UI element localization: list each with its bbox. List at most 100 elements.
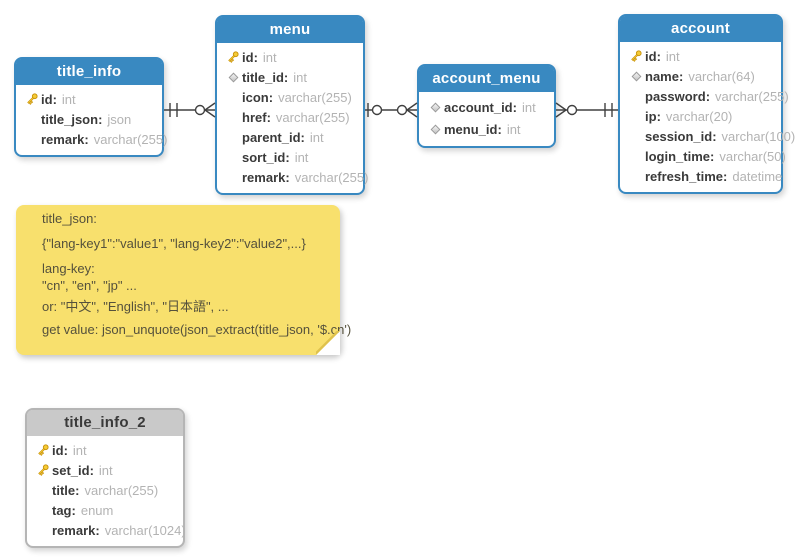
table-row[interactable]: name varchar(64) bbox=[620, 66, 781, 86]
table-row[interactable]: id int bbox=[16, 89, 162, 109]
field-name: refresh_time bbox=[645, 169, 727, 184]
table-row[interactable]: id int bbox=[217, 47, 363, 67]
field-type: int bbox=[506, 121, 521, 137]
field-name: title bbox=[52, 483, 79, 498]
table-row[interactable]: ip varchar(20) bbox=[620, 106, 781, 126]
table-account[interactable]: account id int name varchar(64) password… bbox=[618, 14, 795, 194]
table-title-info-2[interactable]: title_info_2 id int set_id int title var… bbox=[25, 408, 186, 548]
table-row[interactable]: remark varchar(1024) bbox=[27, 520, 186, 540]
field-type: varchar(255) bbox=[294, 169, 369, 185]
table-row[interactable]: set_id int bbox=[27, 460, 183, 480]
field-name: parent_id bbox=[242, 130, 305, 145]
key-icon bbox=[627, 49, 645, 63]
field-name: id bbox=[645, 49, 661, 64]
field-name: password bbox=[645, 89, 710, 104]
diamond-icon bbox=[224, 72, 242, 82]
field-type: int bbox=[665, 48, 680, 64]
field-name: id bbox=[52, 443, 68, 458]
field-type: json bbox=[107, 111, 132, 127]
field-name: session_id bbox=[645, 129, 717, 144]
table-title-info-header[interactable]: title_info bbox=[16, 59, 162, 85]
table-account-header[interactable]: account bbox=[620, 16, 781, 42]
diamond-icon bbox=[627, 71, 645, 81]
table-row[interactable]: icon varchar(255) bbox=[217, 87, 363, 107]
table-title-info-2-header[interactable]: title_info_2 bbox=[27, 410, 183, 436]
field-type: enum bbox=[80, 502, 114, 518]
table-row[interactable]: title_json json bbox=[16, 109, 162, 129]
field-name: title_id bbox=[242, 70, 288, 85]
table-row[interactable]: remark varchar(255) bbox=[217, 167, 368, 187]
field-type: int bbox=[309, 129, 324, 145]
table-row[interactable]: href varchar(255) bbox=[217, 107, 363, 127]
field-name: remark bbox=[242, 170, 290, 185]
table-row[interactable]: account_id int bbox=[419, 96, 554, 118]
key-icon bbox=[34, 443, 52, 457]
field-type: int bbox=[72, 442, 87, 458]
field-name: login_time bbox=[645, 149, 714, 164]
field-type: varchar(255) bbox=[93, 131, 168, 147]
field-name: sort_id bbox=[242, 150, 290, 165]
field-name: remark bbox=[41, 132, 89, 147]
note-line: get value: json_unquote(json_extract(tit… bbox=[42, 322, 352, 337]
key-icon bbox=[23, 92, 41, 106]
field-type: int bbox=[521, 99, 536, 115]
table-menu-body: id int title_id int icon varchar(255) hr… bbox=[217, 43, 368, 193]
field-type: varchar(255) bbox=[275, 109, 350, 125]
table-row[interactable]: title varchar(255) bbox=[27, 480, 183, 500]
field-type: varchar(255) bbox=[278, 89, 352, 105]
relationship-title-info-menu[interactable] bbox=[164, 96, 216, 124]
field-type: varchar(64) bbox=[688, 68, 755, 84]
field-type: int bbox=[262, 49, 277, 65]
field-name: name bbox=[645, 69, 683, 84]
field-type: varchar(1024) bbox=[104, 522, 186, 538]
table-row[interactable]: password varchar(255) bbox=[620, 86, 789, 106]
field-name: icon bbox=[242, 90, 273, 105]
table-account-body: id int name varchar(64) password varchar… bbox=[620, 42, 795, 192]
table-menu[interactable]: menu id int title_id int icon varchar(25… bbox=[215, 15, 368, 195]
table-row[interactable]: menu_id int bbox=[419, 118, 554, 140]
table-row[interactable]: session_id varchar(100) bbox=[620, 126, 795, 146]
field-name: remark bbox=[52, 523, 100, 538]
table-title-info-2-body: id int set_id int title varchar(255) tag… bbox=[27, 436, 186, 546]
table-row[interactable]: remark varchar(255) bbox=[16, 129, 167, 149]
field-type: int bbox=[293, 69, 307, 85]
field-name: set_id bbox=[52, 463, 94, 478]
table-row[interactable]: sort_id int bbox=[217, 147, 363, 167]
field-name: title_json bbox=[41, 112, 102, 127]
diamond-icon bbox=[426, 124, 444, 134]
note-line: or: "中文", "English", "日本語", ... bbox=[42, 299, 229, 314]
table-row[interactable]: title_id int bbox=[217, 67, 363, 87]
field-type: varchar(50) bbox=[719, 148, 786, 164]
sticky-note[interactable]: title_json: {"lang-key1":"value1", "lang… bbox=[16, 205, 351, 355]
table-row[interactable]: id int bbox=[620, 46, 781, 66]
table-row[interactable]: id int bbox=[27, 440, 183, 460]
field-name: account_id bbox=[444, 100, 517, 115]
relationship-account-menu-account[interactable] bbox=[555, 96, 618, 124]
field-name: href bbox=[242, 110, 271, 125]
field-type: int bbox=[294, 149, 309, 165]
table-title-info[interactable]: title_info id int title_json json remark… bbox=[14, 57, 167, 157]
table-row[interactable]: refresh_time datetime bbox=[620, 166, 782, 186]
key-icon bbox=[34, 463, 52, 477]
table-row[interactable]: login_time varchar(50) bbox=[620, 146, 786, 166]
table-row[interactable]: tag enum bbox=[27, 500, 183, 520]
note-line: lang-key: bbox=[42, 261, 95, 276]
field-type: varchar(100) bbox=[721, 128, 796, 144]
field-type: int bbox=[98, 462, 113, 478]
note-line: title_json: bbox=[42, 211, 97, 226]
note-line: {"lang-key1":"value1", "lang-key2":"valu… bbox=[42, 236, 306, 251]
field-type: varchar(20) bbox=[665, 108, 733, 124]
table-account-menu-body: account_id int menu_id int bbox=[419, 92, 554, 146]
table-account-menu[interactable]: account_menu account_id int menu_id int bbox=[417, 64, 556, 148]
table-menu-header[interactable]: menu bbox=[217, 17, 363, 43]
note-fold-corner bbox=[316, 331, 340, 355]
key-icon bbox=[224, 50, 242, 64]
note-line: "cn", "en", "jp" ... bbox=[42, 278, 137, 293]
field-name: id bbox=[41, 92, 57, 107]
table-account-menu-header[interactable]: account_menu bbox=[419, 66, 554, 92]
relationship-menu-account-menu[interactable] bbox=[365, 96, 418, 124]
field-name: id bbox=[242, 50, 258, 65]
table-row[interactable]: parent_id int bbox=[217, 127, 363, 147]
field-type: int bbox=[61, 91, 76, 107]
